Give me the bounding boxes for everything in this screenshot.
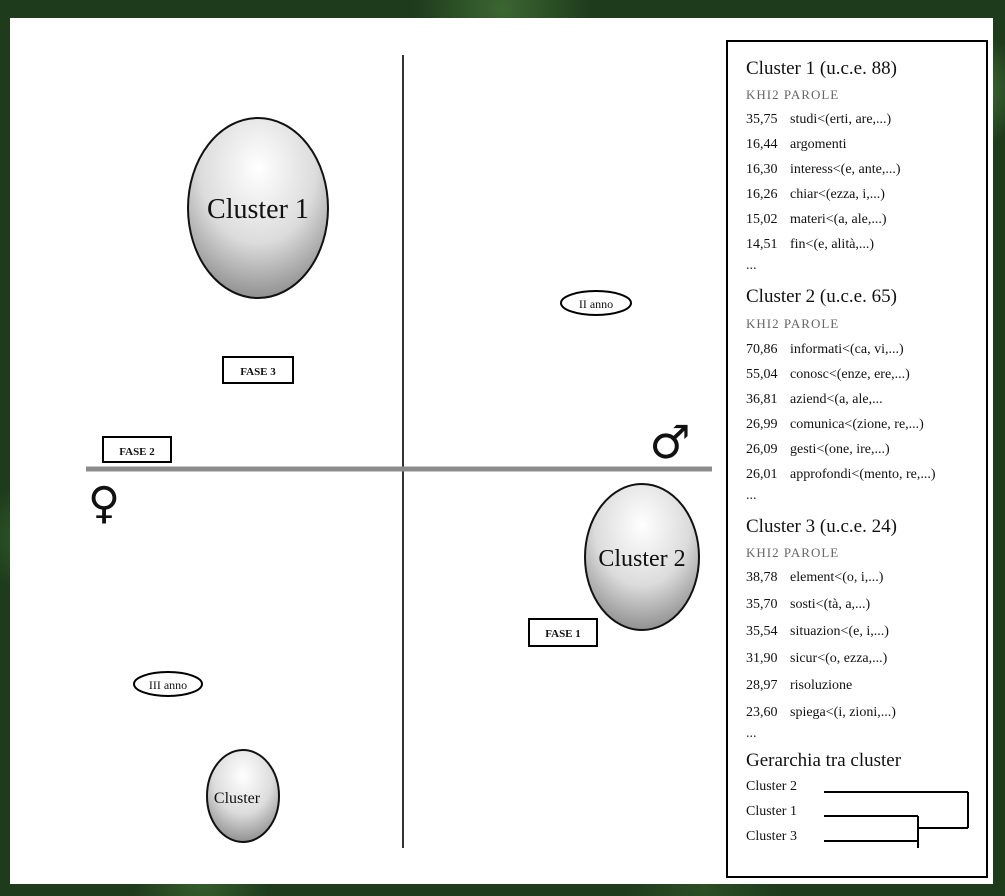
hierarchy-label: Cluster 3 bbox=[746, 829, 797, 845]
legend-cluster-2-header: KHI2 PAROLE bbox=[746, 316, 839, 332]
hierarchy-label: Cluster 2 bbox=[746, 779, 797, 795]
male-symbol-icon: ♂ bbox=[649, 415, 690, 469]
phase-1-label: FASE 1 bbox=[545, 628, 581, 640]
phase-2-box: FASE 2 bbox=[103, 437, 171, 462]
cluster-3-label: Cluster bbox=[214, 790, 261, 807]
year-2-label: II anno bbox=[579, 297, 613, 311]
phase-2-label: FASE 2 bbox=[119, 446, 155, 458]
legend-ellipsis: ... bbox=[746, 726, 757, 742]
hierarchy-label: Cluster 1 bbox=[746, 804, 797, 820]
legend-cluster-3-header: KHI2 PAROLE bbox=[746, 545, 839, 561]
legend-cluster-2-title: Cluster 2 (u.c.e. 65) bbox=[746, 286, 897, 308]
legend-ellipsis: ... bbox=[746, 258, 757, 274]
cluster-2-label: Cluster 2 bbox=[598, 546, 685, 572]
cluster-1-label: Cluster 1 bbox=[207, 194, 309, 225]
hierarchy-title: Gerarchia tra cluster bbox=[746, 750, 901, 772]
cluster-2-bubble: Cluster 2 bbox=[585, 484, 699, 630]
phase-1-box: FASE 1 bbox=[529, 619, 597, 646]
phase-3-label: FASE 3 bbox=[240, 366, 276, 378]
legend-cluster-3-title: Cluster 3 (u.c.e. 24) bbox=[746, 516, 897, 538]
legend-ellipsis: ... bbox=[746, 488, 757, 504]
phase-3-box: FASE 3 bbox=[223, 357, 293, 383]
legend-cluster-1-title: Cluster 1 (u.c.e. 88) bbox=[746, 58, 897, 80]
cluster-3-bubble: Cluster bbox=[207, 750, 279, 842]
year-3-oval: III anno bbox=[134, 672, 202, 696]
year-2-oval: II anno bbox=[561, 291, 631, 315]
year-3-label: III anno bbox=[149, 678, 187, 692]
female-symbol-icon: ♀ bbox=[88, 478, 120, 529]
cluster-1-bubble: Cluster 1 bbox=[188, 118, 328, 298]
legend-cluster-1-header: KHI2 PAROLE bbox=[746, 87, 839, 103]
